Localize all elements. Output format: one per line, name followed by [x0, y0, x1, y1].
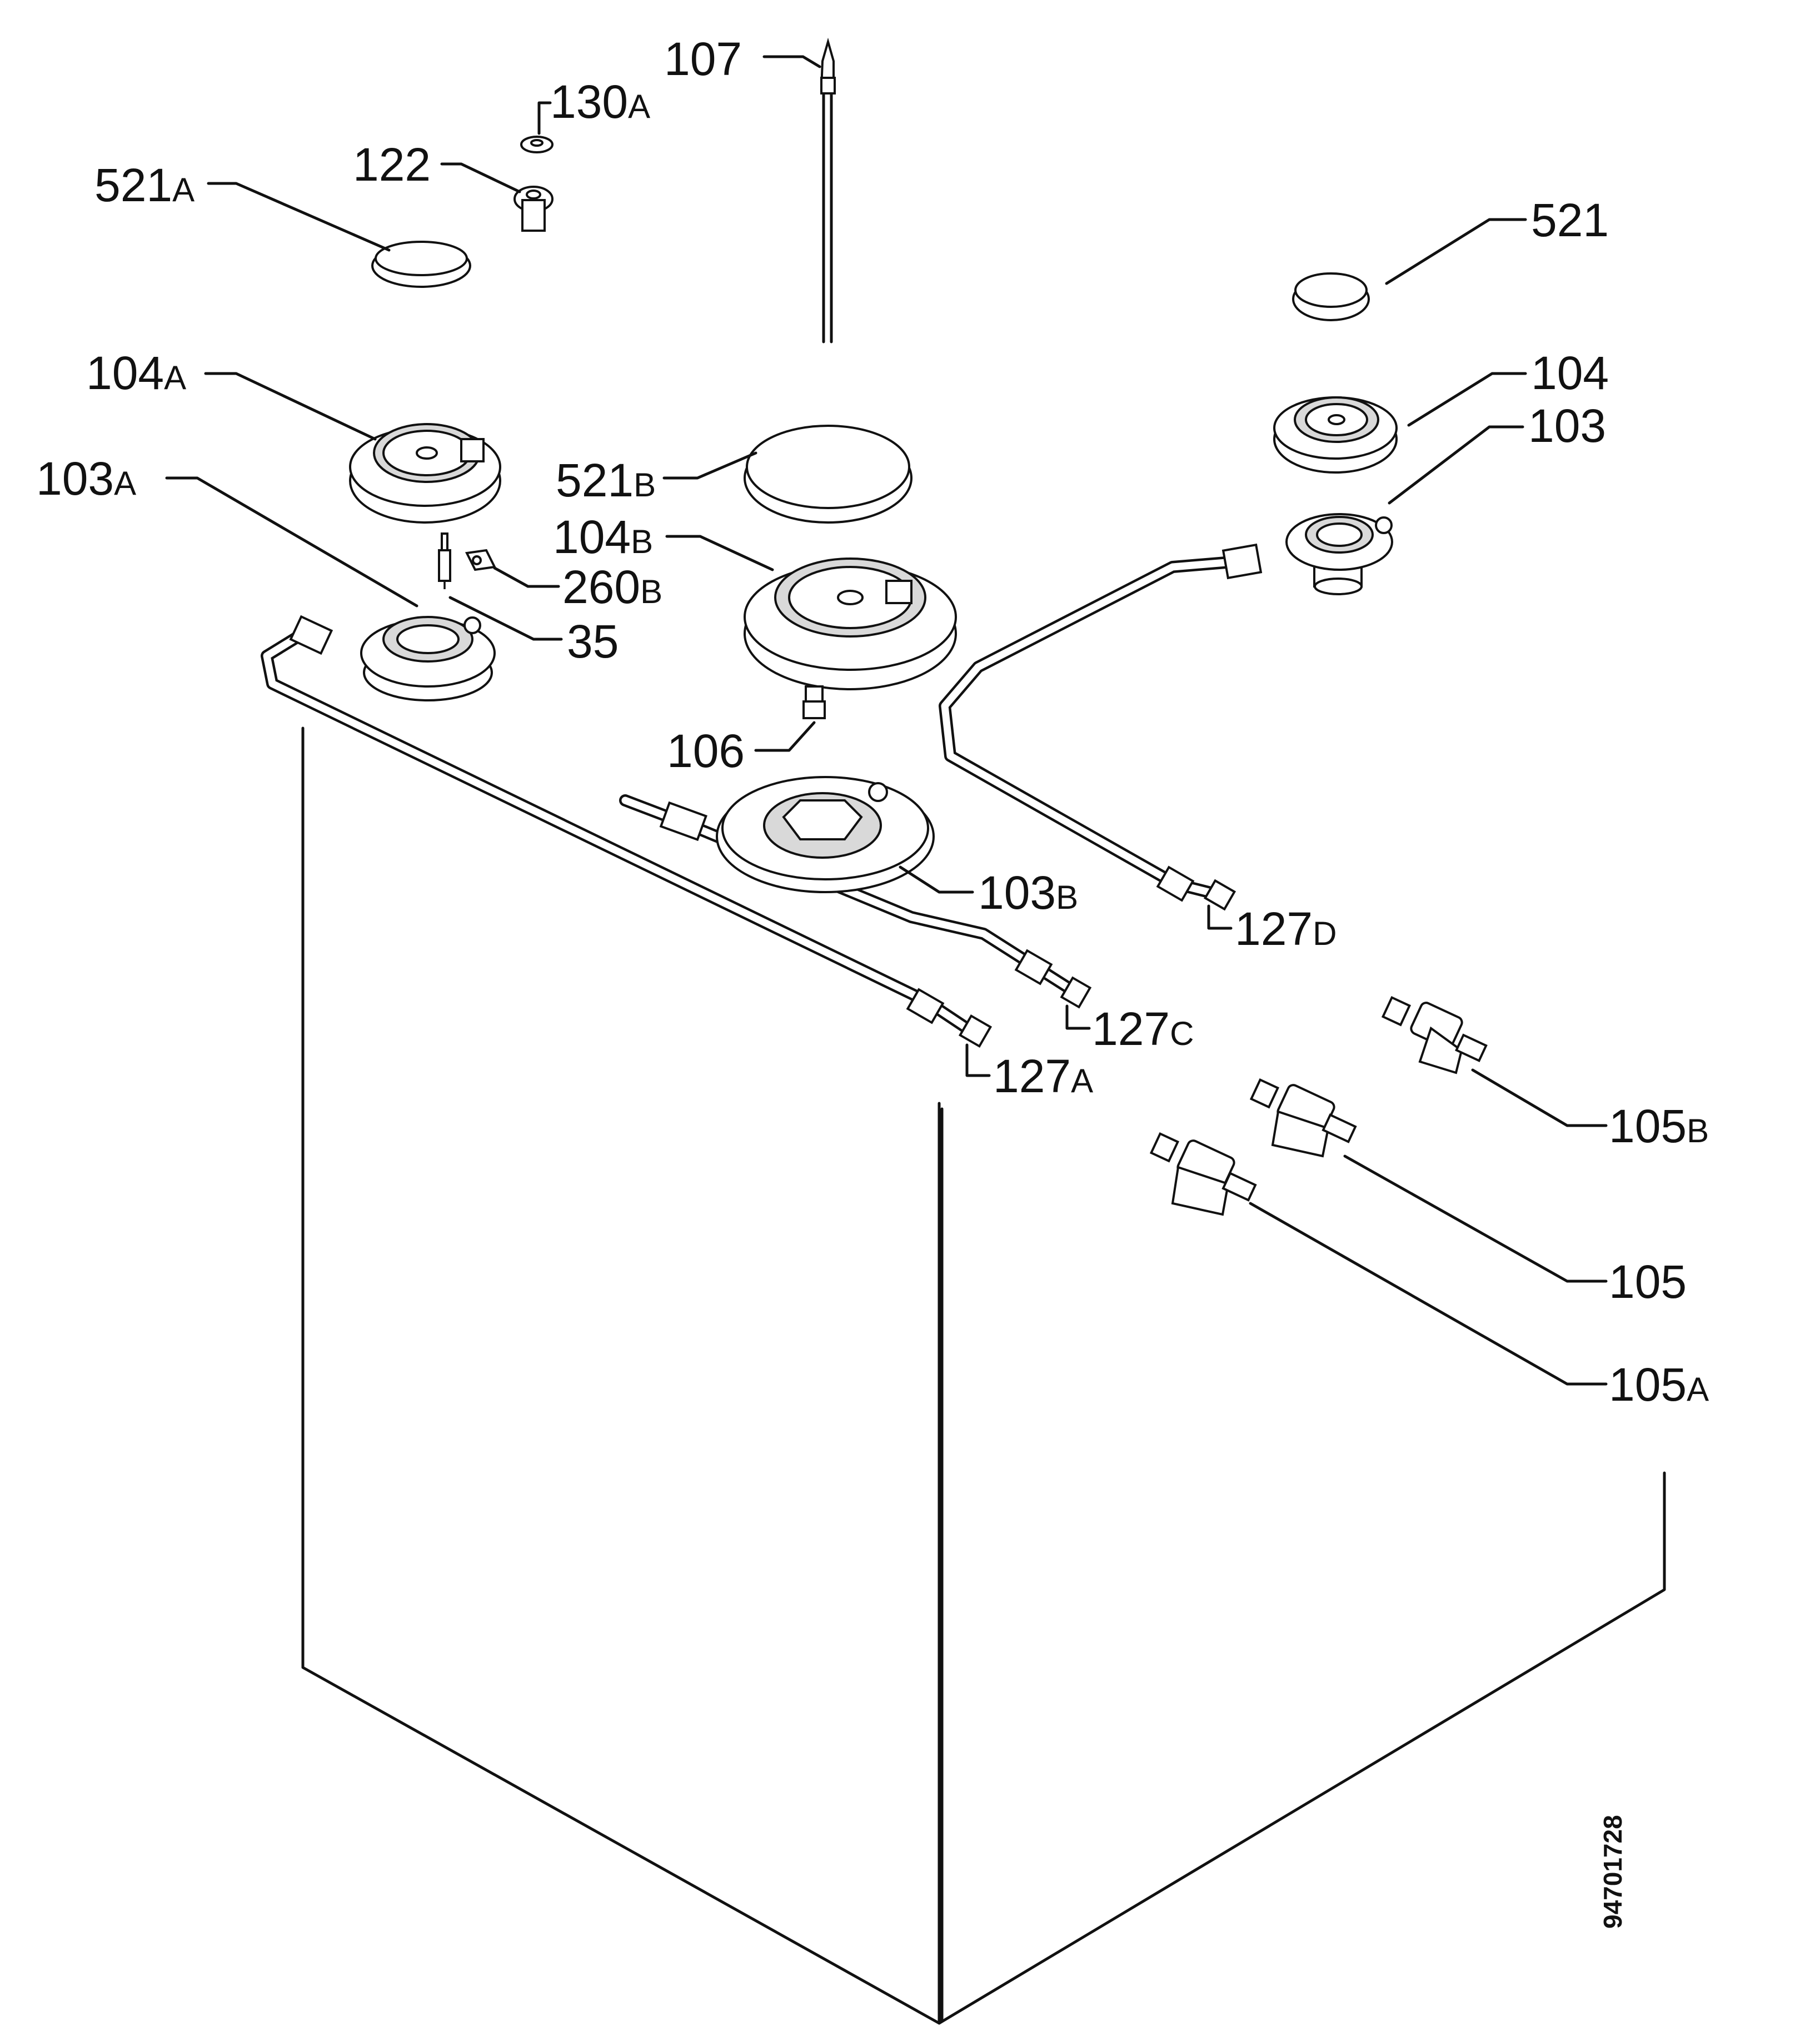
label-521b: 521B: [556, 454, 656, 506]
burner-cap-521a: [371, 241, 471, 288]
gas-pipe-127a: [261, 615, 993, 1048]
gas-pipe-127d: [939, 543, 1263, 911]
washer-130a: [520, 136, 554, 153]
label-104a: 104A: [86, 347, 186, 399]
label-107: 107: [664, 33, 742, 85]
nozzle-122: [513, 186, 554, 232]
label-106: 106: [667, 725, 745, 777]
label-521a: 521A: [94, 159, 195, 211]
burner-crown-104b: [744, 557, 957, 690]
label-105: 105: [1609, 1256, 1687, 1308]
document-id: 94701728: [1598, 1815, 1627, 1929]
label-35: 35: [567, 615, 619, 668]
injector-106: [802, 685, 826, 719]
valve-105b: [1381, 995, 1488, 1074]
label-103a: 103A: [36, 452, 136, 505]
label-130a: 130A: [550, 76, 650, 128]
label-104: 104: [1531, 347, 1609, 399]
label-105b: 105B: [1609, 1100, 1709, 1152]
valve-105a: [1149, 1132, 1257, 1216]
label-122: 122: [353, 138, 431, 191]
label-103: 103: [1528, 400, 1606, 452]
label-103b: 103B: [978, 867, 1078, 919]
burner-crown-104: [1273, 396, 1398, 474]
leader-lines: [165, 55, 1608, 1386]
label-521: 521: [1531, 194, 1609, 246]
label-127a: 127A: [993, 1050, 1093, 1102]
cabinet-body: [301, 726, 1666, 2025]
burner-cup-103a: [360, 616, 496, 701]
burner-cup-103: [1285, 513, 1393, 595]
burner-cup-103b: [716, 776, 935, 893]
valve-105: [1249, 1078, 1357, 1158]
burner-cap-521b: [744, 425, 913, 524]
thermocouple-107: [820, 37, 836, 344]
clip-260b: [465, 549, 497, 571]
label-260b: 260B: [562, 561, 662, 613]
label-104b: 104B: [553, 511, 653, 563]
label-127c: 127C: [1092, 1003, 1194, 1055]
burner-crown-104a: [349, 423, 501, 524]
electrode-35: [438, 532, 451, 589]
label-105a: 105A: [1609, 1358, 1709, 1411]
burner-cap-521: [1292, 272, 1370, 321]
label-127d: 127D: [1235, 903, 1337, 955]
gas-pipe-127c: [619, 794, 1092, 1009]
